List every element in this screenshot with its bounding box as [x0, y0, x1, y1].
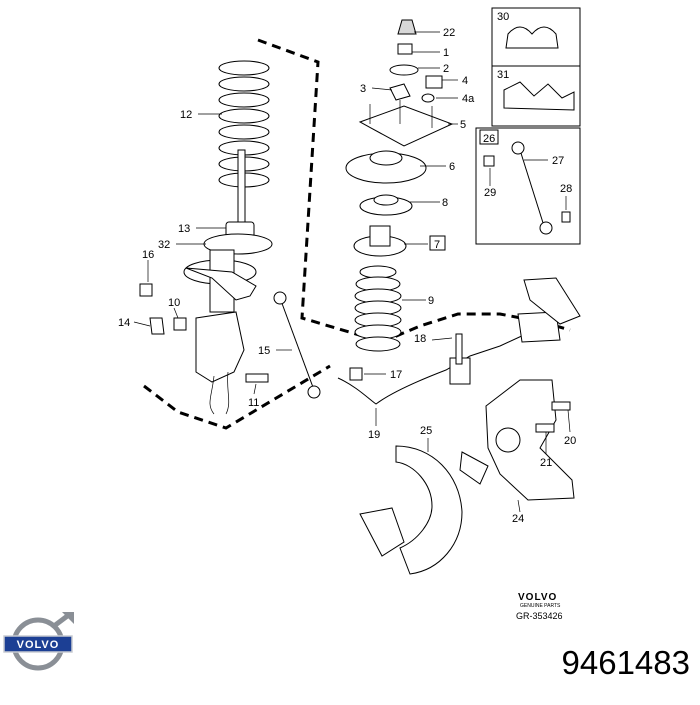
part-number: 9461483 [561, 644, 690, 681]
logo-wordmark: VOLVO [17, 639, 60, 651]
dust-boot [354, 265, 402, 352]
callout-1: 1 [443, 47, 449, 59]
callout-17: 17 [390, 369, 402, 381]
callout-2: 2 [443, 63, 449, 75]
callout-28: 28 [560, 183, 572, 195]
callout-4a: 4a [462, 93, 475, 105]
callout-18: 18 [414, 333, 426, 345]
shock-absorber [183, 149, 273, 415]
callout-10: 10 [168, 297, 180, 309]
callout-32: 32 [158, 239, 170, 251]
leader-lines [133, 31, 571, 513]
stabiliser-bar [337, 277, 581, 405]
clip-box-31 [491, 65, 581, 127]
callout-19: 19 [368, 429, 380, 441]
callout-6: 6 [449, 161, 455, 173]
callout-31: 31 [497, 69, 509, 81]
callout-29: 29 [484, 187, 496, 199]
callout-4: 4 [462, 75, 468, 87]
callout-15: 15 [258, 345, 270, 357]
callout-7: 7 [434, 239, 440, 251]
top-mount-stack [345, 19, 454, 257]
callout-26-frame [479, 129, 499, 145]
steering-knuckle [459, 379, 575, 501]
callout-27: 27 [552, 155, 564, 167]
callout-9: 9 [428, 295, 434, 307]
brand-block: VOLVO GENUINE PARTS GR-353426 [516, 592, 563, 621]
callout-8: 8 [442, 197, 448, 209]
stabiliser-link-box-26 [475, 127, 581, 245]
callout-21: 21 [540, 457, 552, 469]
callout-12: 12 [180, 109, 192, 121]
callout-7-frame [429, 235, 446, 251]
callout-25: 25 [420, 425, 432, 437]
brand-tagline: GENUINE PARTS [520, 603, 561, 609]
clip-box-30 [491, 7, 581, 67]
callout-22: 22 [443, 27, 455, 39]
callout-26: 26 [483, 133, 495, 145]
volvo-logo-icon: VOLVO [3, 612, 74, 671]
loose-fasteners [139, 283, 269, 383]
callout-20: 20 [564, 435, 576, 447]
drawing-reference: GR-353426 [516, 611, 563, 621]
callout-24: 24 [512, 513, 524, 525]
callout-5: 5 [460, 119, 466, 131]
callout-13: 13 [178, 223, 190, 235]
callout-14: 14 [118, 317, 130, 329]
splash-shield [359, 445, 463, 575]
assembly-outline-strut [143, 38, 377, 430]
stabiliser-link-left [273, 291, 321, 399]
callout-11: 11 [248, 397, 259, 409]
callout-16: 16 [142, 249, 154, 261]
callout-3: 3 [360, 83, 366, 95]
callout-30: 30 [497, 11, 509, 23]
callout-labels: 22 1 2 3 4 4a 5 6 8 7 9 12 13 32 16 10 1… [118, 11, 576, 525]
brand-name: VOLVO [518, 592, 557, 603]
